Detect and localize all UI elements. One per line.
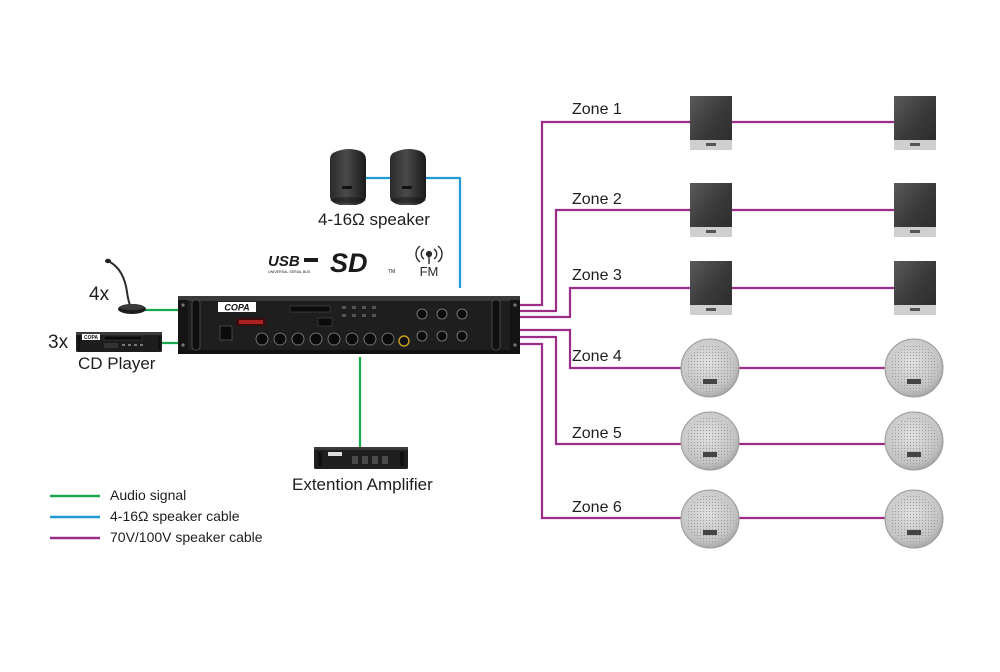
zone-1-label: Zone 1 xyxy=(572,101,622,118)
zone-2-wall-speaker-left xyxy=(690,183,732,237)
sd-logo: SD TM xyxy=(330,248,395,278)
audio-signal-cables xyxy=(142,308,362,447)
sd-trademark: TM xyxy=(388,269,395,275)
microphone xyxy=(105,258,146,314)
zone-6-ceiling-speaker-right xyxy=(884,489,944,549)
zone-5-ceiling-speaker-left xyxy=(680,411,740,471)
legend-label-70v-cable: 70V/100V speaker cable xyxy=(110,529,263,545)
zone-5-label: Zone 5 xyxy=(572,425,622,442)
mixer-amplifier: COPA xyxy=(178,296,520,354)
cd-player-brand-logo: COPA xyxy=(84,335,98,341)
low-impedance-speaker-cable xyxy=(363,176,462,288)
extension-amplifier xyxy=(314,447,408,469)
zone-3-cable xyxy=(518,286,895,319)
legend-label-audio-signal: Audio signal xyxy=(110,487,187,503)
fm-logo-text: FM xyxy=(420,264,439,279)
legend-swatches xyxy=(50,494,100,540)
legend-label-4-16-cable: 4-16Ω speaker cable xyxy=(110,508,240,524)
zone-speakers xyxy=(680,96,944,549)
zone-2-label: Zone 2 xyxy=(572,191,622,208)
cd-player-count-label: 3x xyxy=(48,332,69,353)
box-speaker-right xyxy=(390,149,426,205)
zone-4-label: Zone 4 xyxy=(572,348,622,365)
zone-1-wall-speaker-left xyxy=(690,96,732,150)
usb-logo-text: USB xyxy=(268,253,300,270)
usb-logo-subtext: UNIVERSAL SERIAL BUS xyxy=(268,270,311,274)
cd-player-label: CD Player xyxy=(78,354,156,373)
zone-2-wall-speaker-right xyxy=(894,183,936,237)
zone-3-wall-speaker-left xyxy=(690,261,732,315)
extension-amplifier-label: Extention Amplifier xyxy=(292,475,433,494)
zone-3-label: Zone 3 xyxy=(572,267,622,284)
cd-player: COPA xyxy=(76,332,162,352)
low-impedance-speaker-label: 4-16Ω speaker xyxy=(318,210,430,229)
sd-logo-text: SD xyxy=(330,248,368,278)
usb-logo: USB UNIVERSAL SERIAL BUS xyxy=(268,253,318,274)
zone-4-ceiling-speaker-left xyxy=(680,338,740,398)
zone-5-ceiling-speaker-right xyxy=(884,411,944,471)
microphone-count-label: 4x xyxy=(89,284,110,305)
fm-logo: FM xyxy=(415,245,443,279)
zone-6-ceiling-speaker-left xyxy=(680,489,740,549)
radio-antenna-icon xyxy=(415,245,443,264)
box-speaker-left xyxy=(330,149,366,205)
zone-4-ceiling-speaker-right xyxy=(884,338,944,398)
low-impedance-speaker-pair xyxy=(330,149,426,205)
zone-6-label: Zone 6 xyxy=(572,499,622,516)
amplifier-brand-logo: COPA xyxy=(224,303,249,313)
zone-1-wall-speaker-right xyxy=(894,96,936,150)
zone-3-wall-speaker-right xyxy=(894,261,936,315)
